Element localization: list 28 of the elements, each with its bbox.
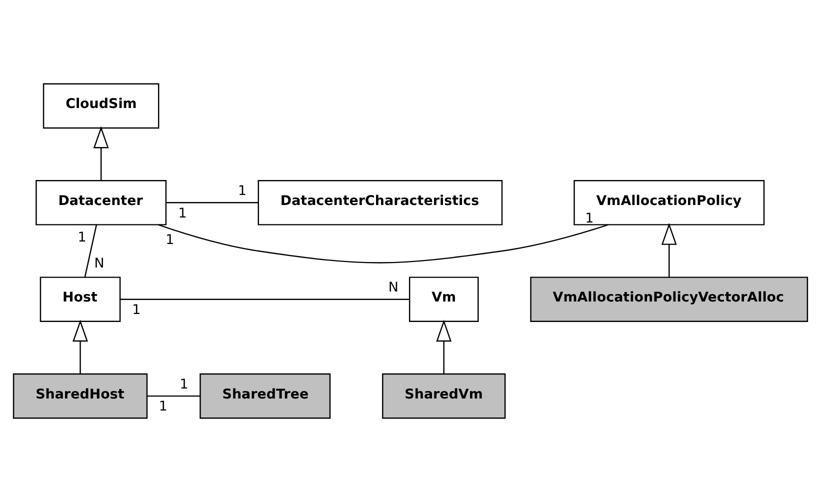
label: 1 — [166, 232, 174, 248]
arrow — [72, 319, 88, 374]
arrow — [661, 222, 677, 277]
node-box: CloudSim — [42, 82, 160, 128]
label: 1 — [132, 302, 141, 318]
node-box: SharedHost — [12, 372, 148, 418]
arrow — [93, 126, 109, 180]
label: N — [388, 280, 398, 296]
connector — [158, 224, 608, 263]
node-box: VmAllocationPolicyVectorAlloc — [530, 276, 808, 322]
label: 1 — [78, 230, 86, 245]
connector — [147, 394, 200, 396]
node-box: DatacenterCharacteristics — [258, 180, 503, 225]
label: 1 — [158, 399, 168, 414]
node-box: Datacenter — [36, 180, 167, 225]
label: 1 — [178, 206, 187, 221]
connector — [84, 224, 98, 277]
node-box: Host — [40, 276, 121, 322]
connector — [166, 202, 258, 203]
connector — [120, 298, 410, 300]
node-box: SharedVm — [382, 372, 506, 418]
node-box: SharedTree — [200, 372, 331, 418]
label: N — [94, 256, 104, 271]
label: 1 — [585, 210, 594, 226]
node-box: Vm — [408, 276, 479, 322]
label: 1 — [238, 183, 247, 198]
arrow — [436, 319, 452, 374]
label: 1 — [180, 376, 188, 392]
